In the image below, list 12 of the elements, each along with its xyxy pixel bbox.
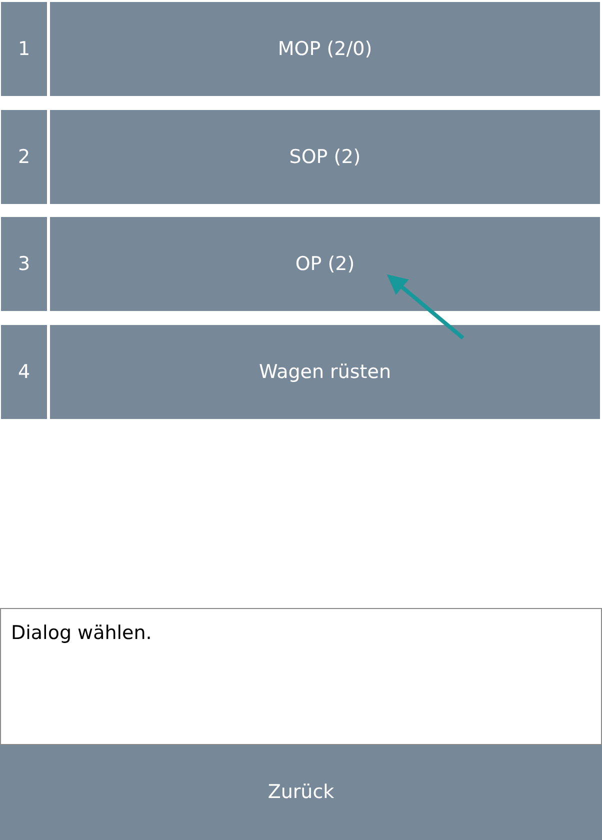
message-panel (0, 608, 602, 745)
menu-button: Zurück (0, 745, 602, 840)
menu-button: OP (2) (50, 217, 600, 311)
row-number: 1 (1, 2, 47, 96)
menu-button: SOP (2) (50, 110, 600, 204)
menu-button: Wagen rüsten (50, 325, 600, 419)
arrow (386, 274, 464, 340)
message-text: Dialog wählen. (11, 622, 152, 644)
row-number: 4 (1, 325, 47, 419)
row-number: 2 (1, 110, 47, 204)
menu-button: MOP (2/0) (50, 2, 600, 96)
row-number: 3 (1, 217, 47, 311)
